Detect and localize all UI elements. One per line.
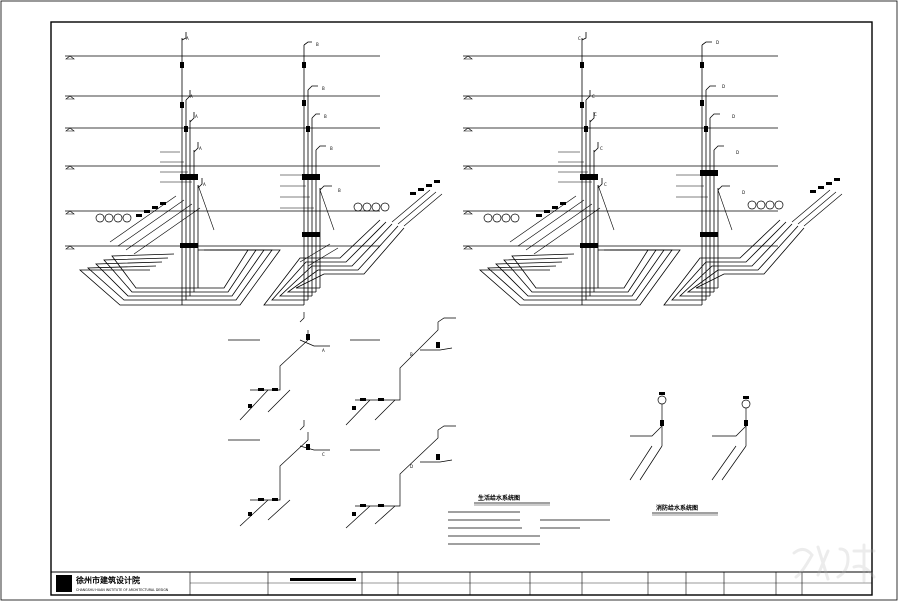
riser-label: A: [190, 94, 193, 99]
riser-label: C: [578, 36, 581, 41]
detail-markers: A B C D: [322, 348, 413, 469]
riser-label: B: [324, 114, 327, 119]
riser-label: D: [742, 190, 745, 195]
detail-marker: B: [410, 352, 413, 357]
riser-label: D: [732, 114, 735, 119]
right-riser-system: [463, 32, 843, 306]
watermark-logo: [792, 543, 876, 583]
riser-label: B: [330, 146, 333, 151]
riser-label: D: [736, 150, 739, 155]
riser-label: B: [322, 86, 325, 91]
riser-label: A: [203, 182, 206, 187]
detail-marker: C: [322, 452, 325, 457]
right-riser-labels: C C C C C D D D D D: [578, 36, 745, 195]
riser-label: B: [338, 188, 341, 193]
riser-label: A: [186, 36, 189, 41]
riser-label: C: [594, 112, 597, 117]
inner-border: [50, 21, 873, 596]
caption-1: 生活给水系统图: [478, 494, 520, 502]
legend-notes: [448, 511, 610, 545]
title-block: [50, 571, 873, 596]
riser-label: D: [722, 84, 725, 89]
caption-2: 消防给水系统图: [656, 504, 698, 512]
detail-diagrams: [228, 312, 456, 529]
riser-label: B: [316, 42, 319, 47]
left-riser-labels: A A A A A B B B B B: [186, 36, 341, 193]
riser-label: C: [604, 182, 607, 187]
riser-label: D: [716, 40, 719, 45]
company-logo: [56, 575, 72, 592]
riser-label: A: [195, 114, 198, 119]
detail-marker: D: [410, 464, 413, 469]
company-name-en: CHANGSHU HUAN INSTITUTE OF ARCHITECTURAL…: [76, 588, 169, 592]
detail-marker: A: [322, 348, 325, 353]
caption-block-1: 生活给水系统图: [474, 494, 550, 506]
riser-label: C: [592, 94, 595, 99]
left-riser-system: [65, 32, 443, 306]
company-name: 徐州市建筑设计院: [75, 575, 140, 585]
riser-label: A: [199, 146, 202, 151]
level-marks: [65, 55, 75, 250]
riser-label: C: [600, 146, 603, 151]
caption-block-2: 消防给水系统图: [652, 504, 718, 516]
fire-system: [629, 392, 751, 481]
